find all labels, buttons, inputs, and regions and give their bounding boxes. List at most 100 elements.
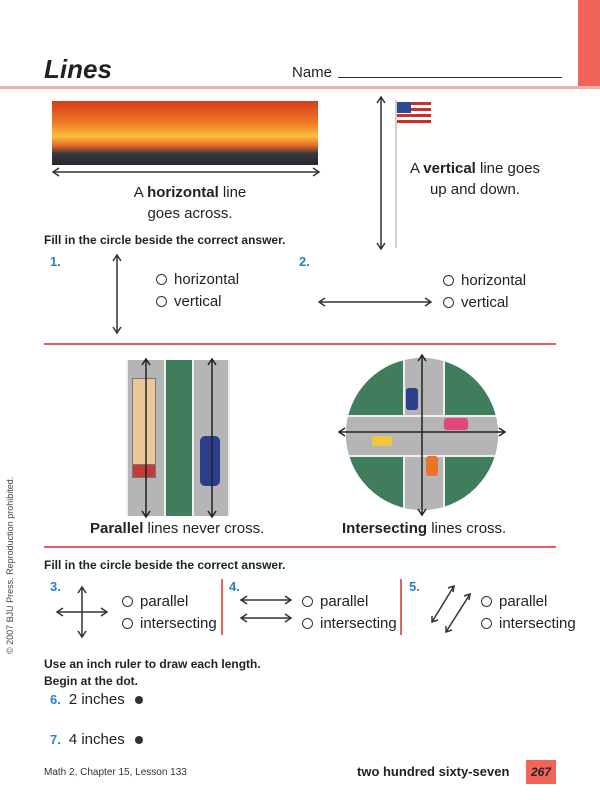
car-yellow [372,436,392,446]
option-vertical[interactable]: vertical [156,290,239,312]
parallel-arrows [141,357,217,519]
flag-icon [397,102,431,124]
question-7-text: 4 inches [68,731,125,748]
option-parallel[interactable]: parallel [302,590,397,612]
question-separator [400,579,402,635]
caption-bold: Intersecting [342,520,428,537]
option-label: intersecting [320,614,397,632]
option-label: intersecting [140,614,217,632]
option-horizontal[interactable]: horizontal [156,268,239,290]
option-label: parallel [140,592,189,610]
question-3-options: parallel intersecting [122,590,217,634]
car-pink [444,418,468,430]
caption-text: lines never cross. [147,520,265,537]
question-6: 6. 2 inches [50,691,143,708]
question-6-number: 6. [50,692,61,707]
instruction-line: Begin at the dot. [44,674,138,688]
option-label: vertical [461,293,509,311]
lesson-reference: Math 2, Chapter 15, Lesson 133 [44,767,187,778]
horizontal-caption: A horizontal line goes across. [120,182,260,224]
name-label: Name [292,64,333,81]
caption-text: line goes [480,160,541,177]
caption-text: goes across. [147,205,233,222]
question-4-number: 4. [229,579,240,594]
option-label: parallel [320,592,369,610]
option-label: horizontal [461,271,527,289]
start-dot[interactable] [134,735,143,744]
question-5-parallel-lines [431,584,471,634]
option-intersecting[interactable]: intersecting [481,612,576,634]
option-horizontal[interactable]: horizontal [443,269,526,291]
caption-bold: horizontal [147,184,219,201]
caption-text: up and down. [429,181,521,198]
flag-pole [395,100,397,248]
question-1-number: 1. [50,254,61,269]
radio-circle[interactable] [156,273,167,285]
radio-circle[interactable] [302,617,313,629]
question-7: 7. 4 inches [50,731,143,748]
question-4-options: parallel intersecting [302,590,397,634]
instruction-1: Fill in the circle beside the correct an… [44,233,286,247]
question-separator [221,579,223,635]
truck-cab [132,464,156,478]
radio-circle[interactable] [122,595,133,607]
section-divider [44,546,556,548]
page-number-words: two hundred sixty-seven [357,764,510,779]
vertical-arrow [376,95,386,251]
ruler-instruction: Use an inch ruler to draw each length. B… [44,656,261,690]
question-2-number: 2. [299,254,310,269]
instruction-2: Fill in the circle beside the correct an… [44,558,286,572]
question-1-vertical-line [112,253,122,335]
question-3-number: 3. [50,579,61,594]
question-7-number: 7. [50,732,61,747]
question-2-options: horizontal vertical [443,269,526,313]
caption-bold: vertical [423,160,476,177]
start-dot[interactable] [134,695,143,704]
car-orange [426,456,438,476]
option-parallel[interactable]: parallel [481,590,576,612]
question-2-horizontal-line [317,297,433,307]
parallel-caption: Parallel lines never cross. [90,520,264,537]
radio-circle[interactable] [481,595,492,607]
section-divider [44,343,556,345]
copyright-notice: © 2007 BJU Press. Reproduction prohibite… [5,476,15,654]
header-underline [0,86,600,89]
radio-circle[interactable] [302,595,313,607]
caption-text: lines cross. [431,520,507,537]
radio-circle[interactable] [481,617,492,629]
option-intersecting[interactable]: intersecting [302,612,397,634]
question-4-parallel-lines [239,595,293,623]
radio-circle[interactable] [443,296,454,308]
option-vertical[interactable]: vertical [443,291,526,313]
caption-text: A [409,160,420,177]
truck [132,378,156,466]
caption-bold: Parallel [90,520,144,537]
option-intersecting[interactable]: intersecting [122,612,217,634]
option-parallel[interactable]: parallel [122,590,217,612]
caption-text: line [222,184,247,201]
horizontal-arrow [51,167,321,177]
page-title: Lines [44,54,112,84]
question-5-options: parallel intersecting [481,590,576,634]
question-1-options: horizontal vertical [156,268,239,312]
option-label: parallel [499,592,548,610]
car-blue [200,436,220,486]
radio-circle[interactable] [156,295,167,307]
radio-circle[interactable] [443,274,454,286]
vertical-caption: A vertical line goes up and down. [400,158,550,200]
car-blue [406,388,418,410]
page-edge-tab [578,0,600,86]
intersecting-arrows [337,353,507,517]
intersecting-caption: Intersecting lines cross. [342,520,506,537]
question-3-intersecting-lines [55,585,109,639]
radio-circle[interactable] [122,617,133,629]
question-5-number: 5. [409,579,420,594]
page-number-badge: 267 [526,760,556,784]
instruction-line: Use an inch ruler to draw each length. [44,657,261,671]
option-label: intersecting [499,614,576,632]
caption-text: A [133,184,143,201]
sunset-image [52,101,318,165]
page-number: 267 [530,765,552,779]
option-label: vertical [174,292,222,310]
name-field[interactable] [338,77,562,78]
